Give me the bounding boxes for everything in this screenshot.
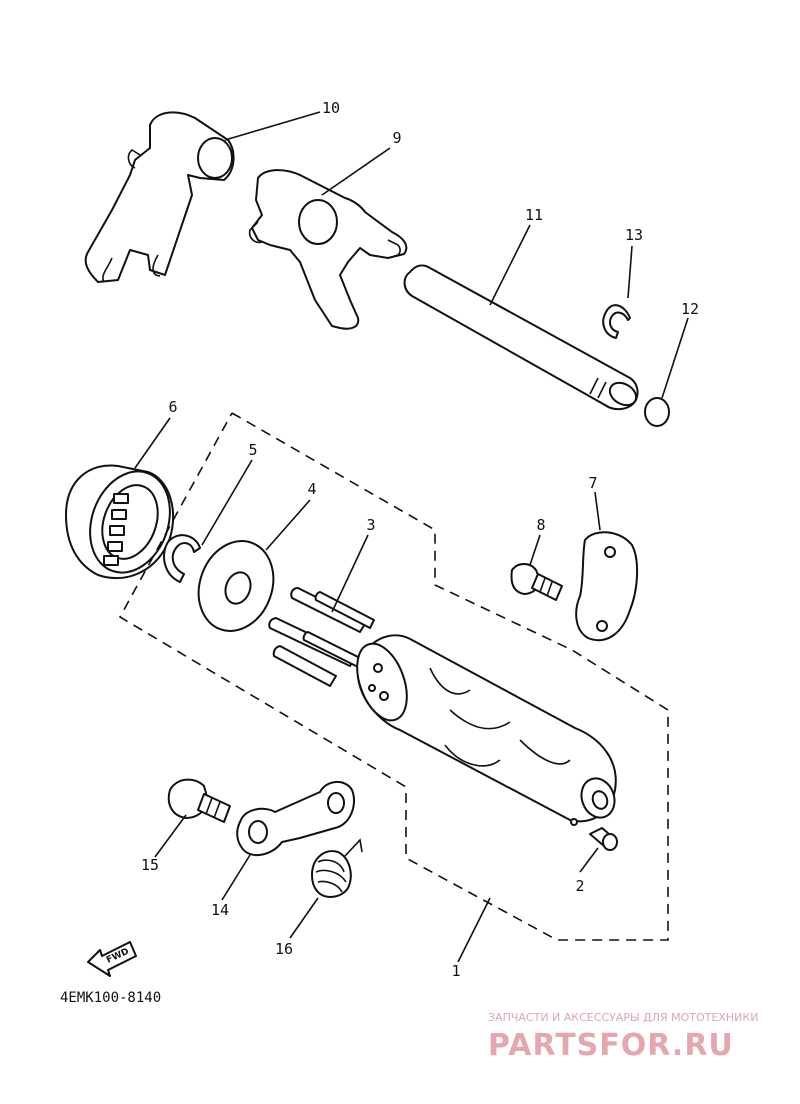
callout-5: 5: [248, 441, 257, 459]
callout-13: 13: [625, 226, 643, 244]
callout-6: 6: [168, 398, 177, 416]
callout-11: 11: [525, 206, 543, 224]
shift-drum-1[interactable]: [118, 412, 669, 941]
circlip-5[interactable]: [163, 534, 201, 583]
bolt-8[interactable]: [510, 563, 563, 601]
diagram-code: 4EMK100-8140: [60, 990, 161, 1006]
fwd-arrow-icon: FWD: [87, 941, 137, 977]
callout-12: 12: [681, 300, 699, 318]
bolt-15[interactable]: [167, 778, 231, 823]
shift-fork-shaft-11[interactable]: [403, 264, 641, 411]
lever-14[interactable]: [236, 781, 355, 857]
watermark-tagline: ЗАПЧАСТИ И АКСЕССУАРЫ ДЛЯ МОТОТЕХНИКИ: [488, 1011, 758, 1024]
leader-lines: [134, 111, 689, 963]
callout-8: 8: [536, 516, 545, 534]
washer-12[interactable]: [644, 397, 670, 427]
pin-2[interactable]: [589, 827, 618, 851]
plate-7[interactable]: [575, 531, 639, 642]
callout-15: 15: [141, 856, 159, 874]
shift-fork-10[interactable]: [84, 111, 235, 283]
watermark-brand: PARTSFOR.RU: [488, 1028, 734, 1063]
pins-3[interactable]: [268, 587, 375, 687]
circlip-13[interactable]: [602, 304, 631, 339]
callout-2: 2: [575, 877, 584, 895]
callout-10: 10: [322, 99, 340, 117]
callout-1: 1: [451, 962, 460, 980]
callout-7: 7: [588, 474, 597, 492]
callout-3: 3: [366, 516, 375, 534]
callout-9: 9: [392, 129, 401, 147]
shift-fork-9[interactable]: [248, 169, 408, 330]
spring-16[interactable]: [311, 838, 363, 898]
callout-4: 4: [307, 480, 316, 498]
callout-14: 14: [211, 901, 229, 919]
bearing-6[interactable]: [65, 460, 183, 584]
washer-4[interactable]: [186, 530, 285, 641]
watermark: ЗАПЧАСТИ И АКСЕССУАРЫ ДЛЯ МОТОТЕХНИКИ PA…: [488, 1011, 758, 1063]
callout-16: 16: [275, 940, 293, 958]
